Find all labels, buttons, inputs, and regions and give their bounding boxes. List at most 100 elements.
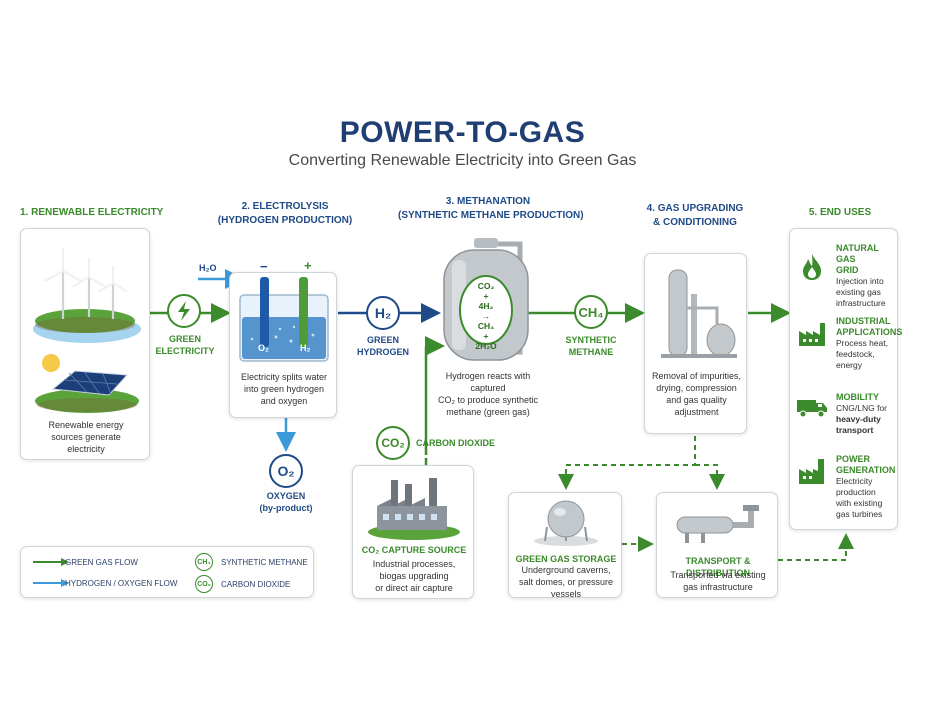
end-use-heading: GENERATION	[836, 465, 896, 475]
storage-title: GREEN GAS STORAGE	[515, 554, 617, 564]
methanation-equation: CO₂ + 4H₂ → CH₄ + 2H₂O	[459, 281, 513, 351]
equation-term: 2H₂O	[475, 341, 497, 351]
end-use-heading: POWER	[836, 454, 871, 464]
step-2-heading: 2. ELECTROLYSIS (HYDROGEN PRODUCTION)	[210, 200, 360, 228]
end-use-text: with existing	[836, 498, 883, 508]
step-1-heading: 1. RENEWABLE ELECTRICITY	[20, 207, 164, 218]
step-4-line2: & CONDITIONING	[653, 217, 737, 228]
end-use-text: energy	[836, 360, 862, 370]
end-use-heading: MOBILITY	[836, 392, 879, 402]
green-electricity-line: GREEN	[168, 334, 201, 344]
equation-term: +	[483, 331, 489, 341]
oxygen-label-line: OXYGEN	[266, 491, 306, 501]
end-use-text: Electricity	[836, 476, 873, 486]
equation-term: 4H₂	[478, 301, 494, 311]
green-hydrogen-line: HYDROGEN	[356, 347, 409, 357]
equation-term: CO₂	[477, 281, 495, 291]
electrolysis-desc-line: into green hydrogen	[243, 384, 325, 394]
upgrading-desc-line: adjustment	[674, 407, 719, 417]
tank-h2-label: H₂	[300, 343, 311, 353]
end-use-text: transport	[836, 425, 874, 435]
cathode-minus-sign: −	[260, 259, 268, 274]
renewable-card: Renewable energy sources generate electr…	[20, 228, 150, 460]
factory-icon	[799, 323, 825, 346]
oxygen-label: OXYGEN (by-product)	[246, 490, 326, 514]
electrolyzer-tank-icon	[239, 277, 329, 362]
end-use-heading: NATURAL GAS	[836, 243, 879, 264]
synthetic-methane-label: SYNTHETIC METHANE	[556, 334, 626, 358]
renewable-desc-line: electricity	[67, 444, 105, 454]
electrolysis-description: Electricity splits water into green hydr…	[230, 371, 338, 407]
end-use-heading: GRID	[836, 265, 859, 275]
end-use-heading: APPLICATIONS	[836, 327, 903, 337]
end-use-natural-gas: NATURAL GAS GRID Injection into existing…	[836, 243, 896, 309]
step-3-heading: 3. METHANATION (SYNTHETIC METHANE PRODUC…	[398, 195, 584, 223]
page-subtitle: Converting Renewable Electricity into Gr…	[288, 152, 637, 169]
green-electricity-line: ELECTRICITY	[155, 346, 215, 356]
oxygen-badge: O₂	[269, 454, 303, 488]
transport-card: TRANSPORT & DISTRIBUTION Transported via…	[656, 492, 778, 598]
green-hydrogen-label: GREEN HYDROGEN	[348, 334, 418, 358]
co2-source-title: CO₂ CAPTURE SOURCE	[361, 545, 467, 555]
co2-source-desc-line: Industrial processes,	[372, 559, 456, 569]
storage-desc-line: salt domes, or pressure	[518, 577, 614, 587]
end-use-mobility: MOBILITY CNG/LNG for heavy-duty transpor…	[836, 392, 896, 436]
synthetic-methane-line: METHANE	[568, 347, 614, 357]
legend-co2-label: CARBON DIOXIDE	[221, 580, 291, 589]
step-2-line1: 2. ELECTROLYSIS	[241, 201, 329, 212]
transport-description: Transported via existing gas infrastruct…	[657, 569, 779, 593]
end-use-text: heavy-duty	[836, 414, 881, 424]
step-4-line1: 4. GAS UPGRADING	[646, 203, 744, 214]
end-use-text: production	[836, 487, 876, 497]
tank-o2-label: O₂	[258, 343, 269, 353]
methanation-desc-line: methane (green gas)	[446, 407, 530, 417]
transport-desc-line: gas infrastructure	[683, 582, 753, 592]
methanation-description: Hydrogen reacts with captured CO₂ to pro…	[428, 370, 548, 418]
solar-panel-icon	[35, 354, 139, 413]
green-hydrogen-line: GREEN	[366, 335, 399, 345]
synthetic-methane-line: SYNTHETIC	[565, 335, 617, 345]
power-plant-icon	[799, 459, 824, 484]
end-use-text: CNG/LNG for	[836, 403, 888, 413]
co2-source-description: Industrial processes, biogas upgrading o…	[353, 558, 475, 594]
co2-source-desc-line: biogas upgrading	[379, 571, 449, 581]
lightning-icon	[178, 301, 190, 321]
upgrading-columns-icon	[661, 269, 737, 358]
legend: GREEN GAS FLOW HYDROGEN / OXYGEN FLOW CH…	[20, 546, 314, 598]
storage-desc-line: Underground caverns,	[521, 565, 611, 575]
legend-co2-icon: CO₂	[195, 575, 213, 593]
oxygen-label-line: (by-product)	[259, 503, 313, 513]
end-use-text: gas turbines	[836, 509, 883, 519]
equation-term: CH₄	[477, 321, 495, 331]
carbon-dioxide-label: CARBON DIOXIDE	[416, 438, 496, 448]
electrolysis-desc-line: Electricity splits water	[240, 372, 328, 382]
hydrogen-badge: H₂	[366, 296, 400, 330]
h2o-input-label: H₂O	[199, 263, 217, 273]
upgrading-desc-line: Removal of impurities,	[651, 371, 742, 381]
transport-desc-line: Transported via existing	[670, 570, 766, 580]
step-5-heading: 5. END USES	[808, 207, 872, 218]
end-use-text: feedstock,	[836, 349, 875, 359]
electrolysis-desc-line: and oxygen	[260, 396, 308, 406]
end-use-text: infrastructure	[836, 298, 886, 308]
green-electricity-badge	[167, 294, 201, 328]
step-4-heading: 4. GAS UPGRADING & CONDITIONING	[640, 202, 750, 230]
legend-green-arrow-icon	[33, 558, 69, 566]
end-uses-card: NATURAL GAS GRID Injection into existing…	[789, 228, 903, 530]
end-use-text: existing gas	[836, 287, 881, 297]
step-2-line2: (HYDROGEN PRODUCTION)	[217, 215, 353, 226]
renewable-desc-line: Renewable energy	[48, 420, 124, 430]
end-use-power-generation: POWER GENERATION Electricity production …	[836, 454, 898, 520]
upgrading-description: Removal of impurities, drying, compressi…	[645, 370, 748, 418]
storage-desc-line: vessels	[550, 589, 581, 599]
co2-source-card: CO₂ CAPTURE SOURCE Industrial processes,…	[352, 465, 474, 599]
step-3-line1: 3. METHANATION	[445, 196, 531, 207]
upgrading-card: Removal of impurities, drying, compressi…	[644, 253, 747, 434]
renewable-description: Renewable energy sources generate electr…	[21, 419, 151, 455]
truck-icon	[797, 400, 827, 418]
step-3-line2: (SYNTHETIC METHANE PRODUCTION)	[398, 210, 584, 221]
methanation-desc-line: CO₂ to produce synthetic	[437, 395, 539, 405]
legend-blue-arrow-icon	[33, 579, 69, 587]
flame-icon	[803, 254, 821, 280]
legend-ch4-icon: CH₄	[195, 553, 213, 571]
